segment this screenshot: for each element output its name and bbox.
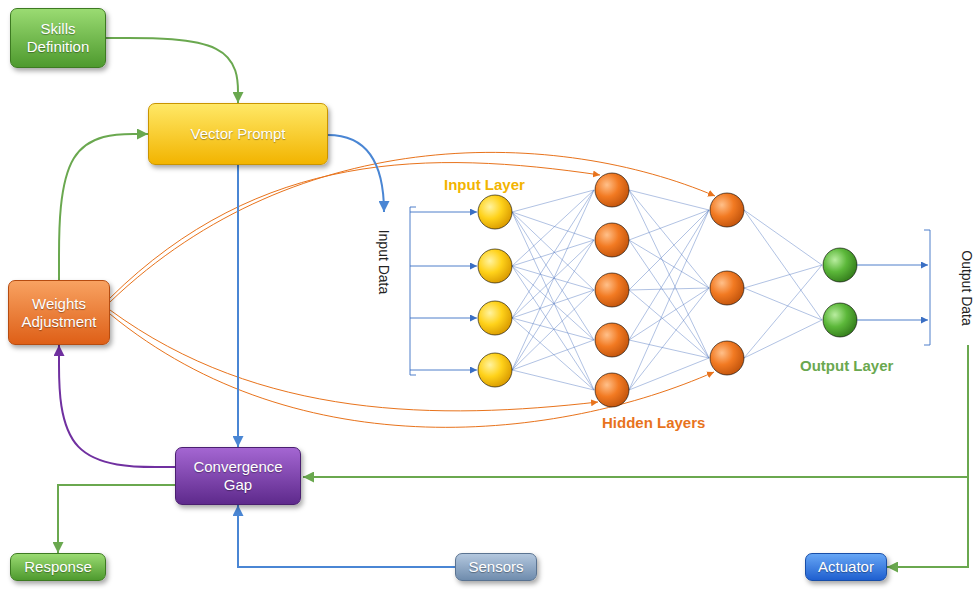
process-box: Skills Definition bbox=[10, 8, 106, 68]
box-label: Sensors bbox=[468, 558, 523, 576]
box-label: Vector Prompt bbox=[190, 125, 285, 143]
axis-label: Input Data bbox=[376, 228, 393, 297]
axis-label: Output Data bbox=[959, 248, 976, 328]
layer-label: Input Layer bbox=[442, 176, 527, 194]
weight-adjust-curves bbox=[110, 152, 715, 427]
output-feedback-lines bbox=[303, 345, 968, 567]
box-label: Convergence Gap bbox=[184, 458, 292, 494]
flow-arrow bbox=[58, 485, 175, 553]
flow-arrow bbox=[237, 165, 239, 447]
box-label: Response bbox=[24, 558, 92, 576]
flow-arrow bbox=[238, 505, 455, 567]
box-label: Skills Definition bbox=[19, 20, 97, 56]
box-label: Actuator bbox=[818, 558, 874, 576]
flow-arrow bbox=[59, 134, 148, 280]
process-box: Vector Prompt bbox=[148, 103, 328, 165]
output-box: Actuator bbox=[805, 553, 887, 581]
prompt-to-input-arrow bbox=[328, 135, 384, 212]
weight-connections bbox=[512, 190, 822, 390]
output-box: Response bbox=[10, 553, 106, 581]
process-box: Weights Adjustment bbox=[8, 280, 110, 345]
process-box: Convergence Gap bbox=[175, 447, 301, 505]
layer-label: Hidden Layers bbox=[600, 414, 707, 432]
input-box: Sensors bbox=[455, 553, 537, 581]
box-label: Weights Adjustment bbox=[17, 295, 101, 331]
flow-arrow bbox=[106, 38, 238, 103]
layer-label: Output Layer bbox=[798, 357, 895, 375]
brackets-and-inputs bbox=[410, 207, 930, 375]
flow-arrow bbox=[59, 345, 175, 467]
